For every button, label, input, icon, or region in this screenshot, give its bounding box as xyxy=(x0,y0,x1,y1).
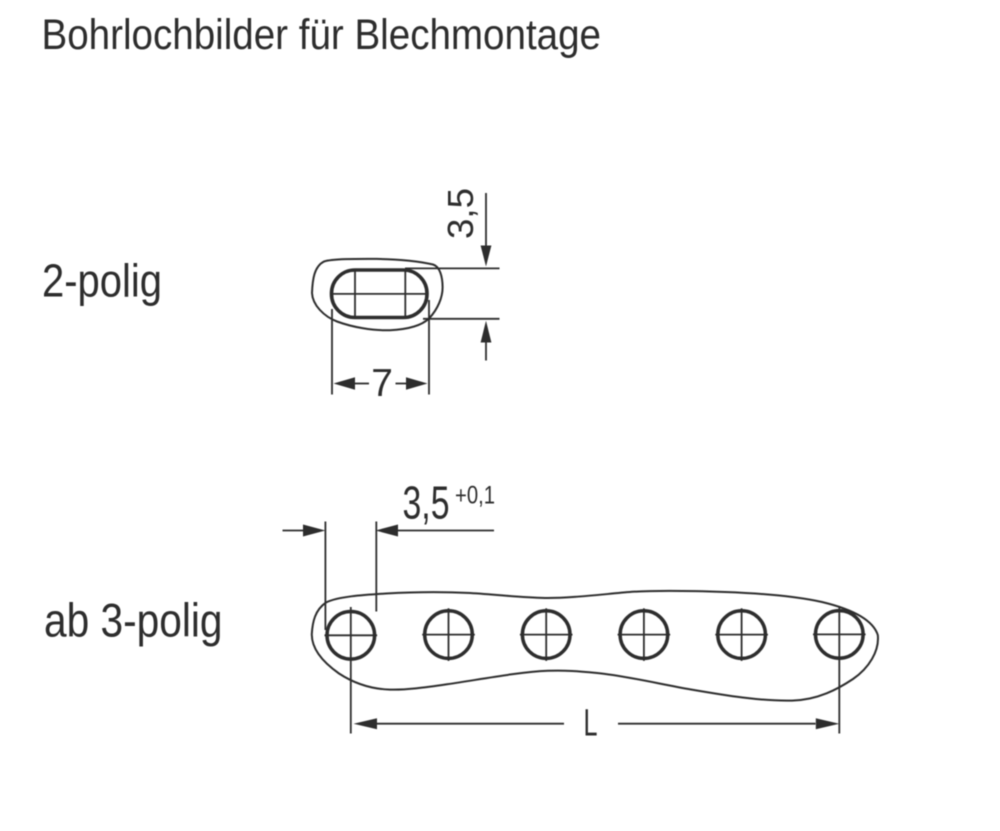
svg-text:3,5: 3,5 xyxy=(403,477,450,529)
svg-text:2-polig: 2-polig xyxy=(42,255,162,307)
svg-text:7: 7 xyxy=(371,362,393,405)
svg-text:L: L xyxy=(584,703,598,745)
svg-text:Bohrlochbilder für Blechmontag: Bohrlochbilder für Blechmontage xyxy=(42,11,602,59)
svg-text:3,5: 3,5 xyxy=(440,188,481,239)
svg-text:+0,1: +0,1 xyxy=(455,482,495,510)
svg-text:ab 3-polig: ab 3-polig xyxy=(44,594,223,647)
